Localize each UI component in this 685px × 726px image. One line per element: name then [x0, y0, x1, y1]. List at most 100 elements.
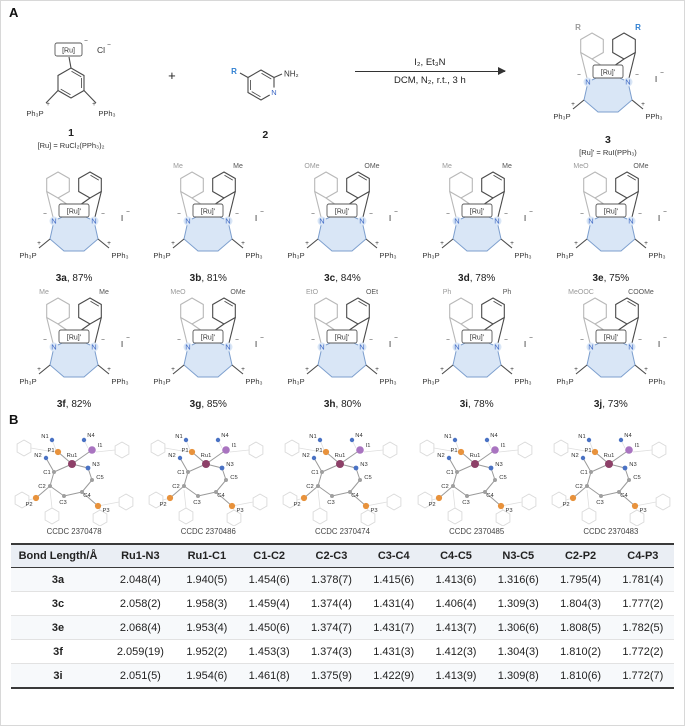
atom-label-p2: P2: [562, 502, 569, 508]
chloride-label: Cl: [97, 45, 105, 55]
value-cell: 1.306(6): [487, 615, 550, 640]
phosphonium-left-label: Ph₃P: [154, 377, 171, 386]
substituent-left-label: OMe: [305, 163, 320, 170]
ru-core-label: [Ru]': [470, 335, 484, 342]
plus-charge: +: [241, 366, 245, 373]
product-label: 3d: [458, 273, 470, 284]
atoms: [435, 437, 504, 510]
compound-1-structure: [Ru] − Cl − Ph₃P + PPh₃ +: [26, 38, 115, 118]
header-cell: C1-C2: [238, 543, 301, 568]
atom-label-p2: P2: [428, 502, 435, 508]
atom-label-n4: N4: [624, 433, 632, 439]
atom-label-n2: N2: [571, 453, 578, 459]
n-chip: [89, 216, 99, 226]
compound-2-number: 2: [262, 128, 269, 141]
product-structure-drawing: [Ru]' N N − − Ph₃P PPh₃ + + I − OMe OMe: [288, 163, 399, 260]
product-card: [Ru]' N N − − Ph₃P PPh₃ + + I − Me Me 3d…: [410, 159, 544, 284]
product-label: 3h: [323, 399, 336, 410]
phosphonium-left-label: Ph₃P: [422, 251, 439, 260]
phenyl-wireframes: [148, 439, 268, 526]
substituent-right-label: COOMe: [628, 289, 654, 296]
caption-separator: ,: [468, 399, 474, 410]
n-chip: [623, 77, 633, 87]
atom-label-p1: P1: [450, 448, 457, 454]
value-cell: 1.454(6): [238, 567, 301, 592]
value-cell: 1.958(3): [175, 591, 239, 616]
n-chip: [317, 216, 327, 226]
caption-separator: ,: [65, 399, 72, 410]
product-structure-drawing: [Ru]' N N − − Ph₃P PPh₃ + + I − MeOOC CO…: [556, 289, 667, 386]
atom-label-c3: C3: [596, 500, 603, 506]
product-structure-drawing: [Ru]' N N − − Ph₃P PPh₃ + + I − MeO OMe: [154, 289, 265, 386]
value-cell: 1.422(9): [362, 663, 425, 689]
atom-label-c4: C4: [352, 493, 360, 499]
atom-label-n3: N3: [361, 462, 368, 468]
product-label: 3c: [324, 273, 336, 284]
bond-lines: [314, 297, 371, 344]
plus-charge: +: [37, 366, 41, 373]
minus-charge: −: [235, 337, 239, 344]
plus-charge: +: [107, 366, 111, 373]
plus-charge: +: [376, 366, 380, 373]
crystal-structure-drawing: Ru1 I1 P1 P2 P3 N1 N2 N3 N4 C1 C2 C3 C4 …: [551, 433, 671, 526]
iodide-label: I: [255, 339, 257, 349]
atom-label-c3: C3: [462, 500, 469, 506]
substituent-right-label: Me: [233, 163, 243, 170]
phosphonium-left-label: Ph₃P: [288, 377, 305, 386]
atom-label-i1: I1: [634, 443, 639, 449]
substituent-left-label: MeOOC: [568, 289, 594, 296]
n-chip: [626, 216, 636, 226]
value-cell: 1.413(7): [424, 615, 488, 640]
table-row: 3i 2.051(5) 1.954(6) 1.461(8) 1.375(9) 1…: [11, 663, 674, 689]
product-card: [Ru]' N N − − Ph₃P PPh₃ + + I − Me Me 3f…: [7, 285, 141, 410]
atom-labels: Ru1 I1 P1 P2 P3 N1 N2 N3 N4 C1 C2 C3 C4 …: [160, 433, 244, 514]
atom-label-n2: N2: [34, 453, 41, 459]
phenyl-wireframes: [283, 439, 402, 526]
amide-n-right-label: N: [360, 217, 365, 226]
panel-a-label: A: [9, 5, 19, 20]
ru-core-label: [Ru]': [335, 209, 349, 216]
atom-label-c4: C4: [218, 493, 226, 499]
ru-box: [58, 203, 90, 218]
table-header: Bond Length/Å Ru1-N3 Ru1-C1 C1-C2 C2-C3 …: [11, 543, 674, 568]
iodide-label: I: [655, 74, 657, 84]
atom-label-i1: I1: [366, 443, 371, 449]
ru-box: [592, 64, 624, 79]
value-cell: 2.068(4): [105, 615, 176, 640]
ru-core-label: [Ru]': [67, 335, 81, 342]
product-structure-drawing: [Ru]' N N − − Ph₃P PPh₃ + + I − Ph Ph: [422, 289, 533, 386]
ru-box: [327, 329, 358, 344]
value-cell: 1.461(8): [238, 663, 301, 689]
bond-lines: [441, 364, 513, 375]
ru-core-label: [Ru]': [201, 209, 215, 216]
minus-charge: −: [43, 211, 47, 218]
ru-box: [595, 329, 627, 344]
ccdc-caption: CCDC 2370474: [314, 527, 370, 536]
crystal-structure-drawing: Ru1 I1 P1 P2 P3 N1 N2 N3 N4 C1 C2 C3 C4 …: [417, 433, 537, 526]
value-cell: 1.808(5): [549, 615, 612, 640]
value-cell: 1.309(3): [487, 591, 550, 616]
plus-charge: +: [171, 240, 175, 247]
iodide-label: I: [523, 213, 525, 223]
amide-n-left-label: N: [585, 78, 590, 87]
minus-charge: −: [235, 211, 239, 218]
bond-lines: [46, 171, 102, 218]
product-label: 3b: [189, 273, 202, 284]
atom-label-p1: P1: [48, 448, 55, 454]
atom-label-n2: N2: [437, 453, 444, 459]
iodide-label: I: [255, 213, 257, 223]
crystal-structure: Ru1 I1 P1 P2 P3 N1 N2 N3 N4 C1 C2 C3 C4 …: [544, 428, 678, 536]
atom-label-n1: N1: [176, 434, 183, 440]
phosphonium-right-label: PPh₃: [246, 251, 263, 260]
phosphonium-left-label: Ph₃P: [19, 251, 36, 260]
atom-label-n2: N2: [303, 453, 310, 459]
phosphonium-right-label: PPh₃: [514, 251, 531, 260]
product-yield: 73%: [607, 399, 628, 410]
row-label: 3c: [11, 591, 105, 616]
atom-label-c1: C1: [43, 470, 50, 476]
caption-separator: ,: [66, 273, 73, 284]
atom-labels: Ru1 I1 P1 P2 P3 N1 N2 N3 N4 C1 C2 C3 C4 …: [26, 433, 110, 514]
header-cell: Bond Length/Å: [11, 543, 105, 568]
header-cell: C3-C4: [362, 543, 425, 568]
atom-label-ru1: Ru1: [201, 453, 212, 459]
